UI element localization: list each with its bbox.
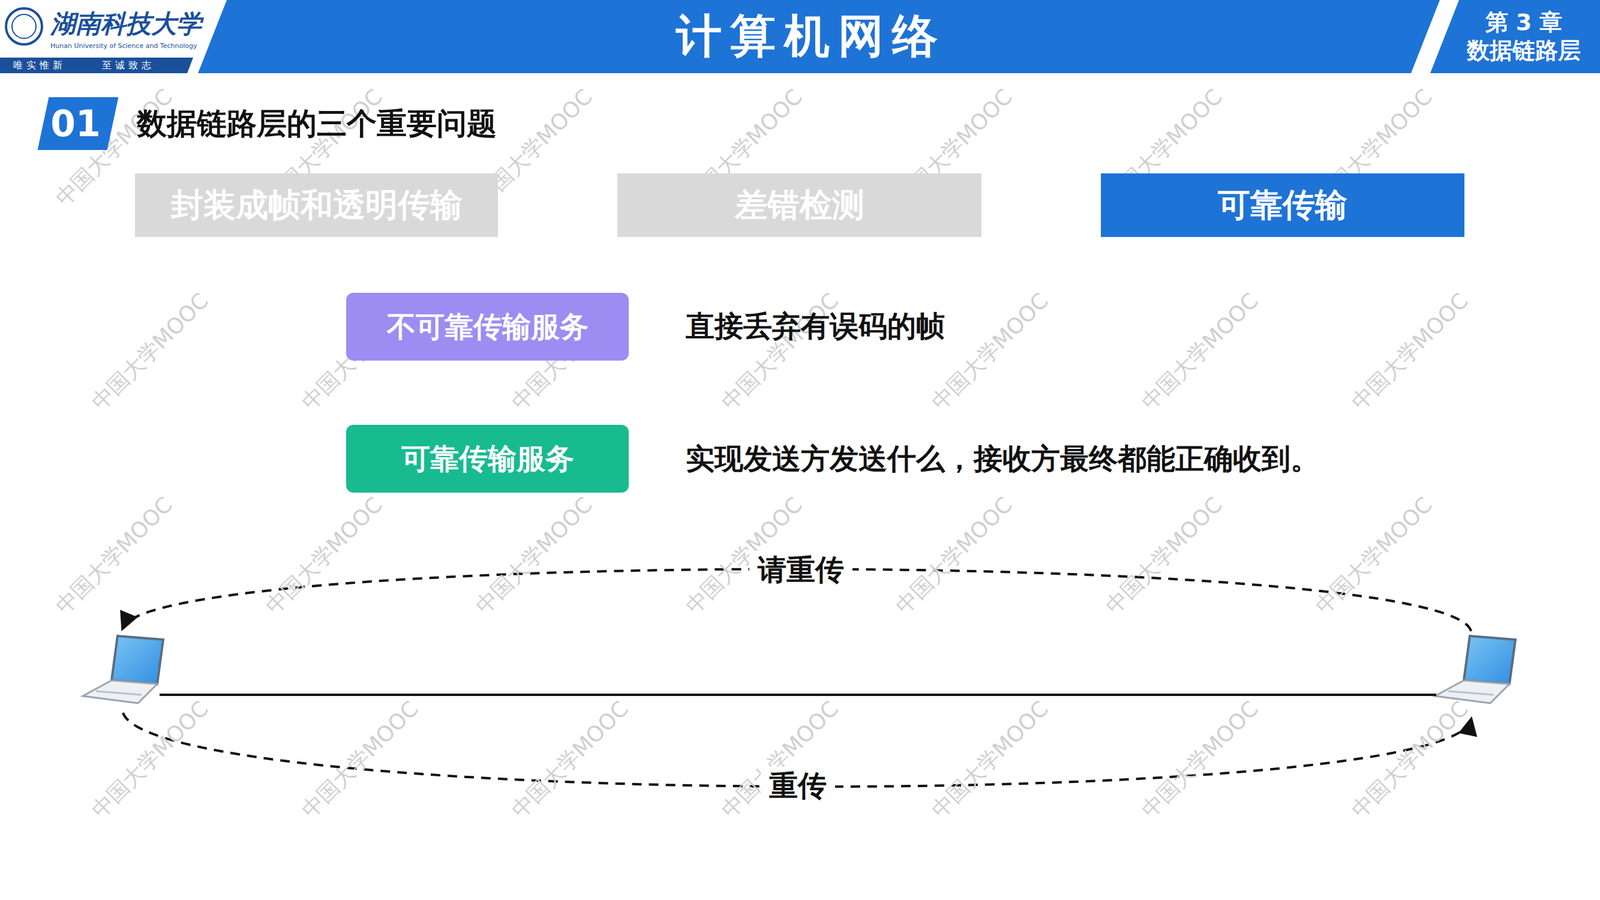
description-text: 直接丢弃有误码的帧 [685, 307, 945, 346]
emblem-inner [11, 14, 36, 39]
laptop-right [1435, 635, 1516, 704]
section-title: 数据链路层的三个重要问题 [136, 103, 497, 144]
box-text: 封装成帧和透明传输 [170, 183, 463, 228]
description-text: 实现发送方发送什么，接收方最终都能正确收到。 [685, 439, 1320, 479]
watermark: 中国大学MOOC [889, 490, 1019, 621]
motto: 唯实惟新 [13, 59, 66, 72]
watermark: 中国大学MOOC [49, 490, 179, 621]
header-bar [197, 0, 1440, 74]
watermark: 中国大学MOOC [295, 694, 425, 825]
chapter-block [1430, 0, 1600, 74]
emblem [5, 8, 42, 45]
slide-title: 计算机网络 [676, 5, 947, 68]
watermark: 中国大学MOOC [85, 694, 215, 825]
university-english: Hunan University of Science and Technolo… [50, 41, 197, 50]
box-text: 可靠传输 [1217, 183, 1348, 228]
watermark: 中国大学MOOC [925, 286, 1055, 417]
laptop-left [82, 635, 164, 704]
arc-label: 重传 [760, 766, 836, 806]
section-heading: 01 数据链路层的三个重要问题 [38, 95, 639, 152]
watermark: 中国大学MOOC [1099, 490, 1229, 621]
link-line [159, 693, 1437, 696]
watermark: 中国大学MOOC [85, 286, 215, 417]
watermark: 中国大学MOOC [1309, 490, 1439, 621]
watermark: 中国大学MOOC [1135, 286, 1265, 417]
chapter-badge: 第 3 章数据链路层 [1451, 2, 1596, 71]
tab-inactive: 差错检测 [617, 173, 982, 237]
box-text: 可靠传输服务 [401, 439, 575, 479]
tab-active: 可靠传输 [1100, 173, 1465, 237]
watermark: 中国大学MOOC [1135, 694, 1265, 825]
watermark: 中国大学MOOC [469, 490, 599, 621]
watermark: 中国大学MOOC [925, 694, 1055, 825]
university-name: 湖南科技大学 [50, 7, 202, 41]
service-box: 可靠传输服务 [346, 424, 629, 493]
watermark: 中国大学MOOC [505, 694, 635, 825]
number-badge: 01 [38, 97, 113, 150]
watermark: 中国大学MOOC [715, 286, 845, 417]
box-text: 不可靠传输服务 [386, 307, 589, 347]
badge-number: 01 [50, 102, 101, 145]
chapter-name: 数据链路层 [1466, 36, 1581, 66]
motto: 至诚致志 [101, 59, 155, 72]
chapter-number: 第 3 章 [1485, 8, 1563, 38]
tab-inactive: 封装成帧和透明传输 [134, 173, 498, 237]
watermark: 中国大学MOOC [259, 490, 389, 621]
slogan-strip [0, 57, 194, 74]
box-text: 差错检测 [734, 183, 865, 228]
watermark: 中国大学MOOC [1345, 286, 1475, 417]
service-box: 不可靠传输服务 [346, 292, 629, 361]
arc-label: 请重传 [749, 550, 853, 590]
watermark: 中国大学MOOC [715, 694, 845, 825]
watermark: 中国大学MOOC [1345, 694, 1475, 825]
